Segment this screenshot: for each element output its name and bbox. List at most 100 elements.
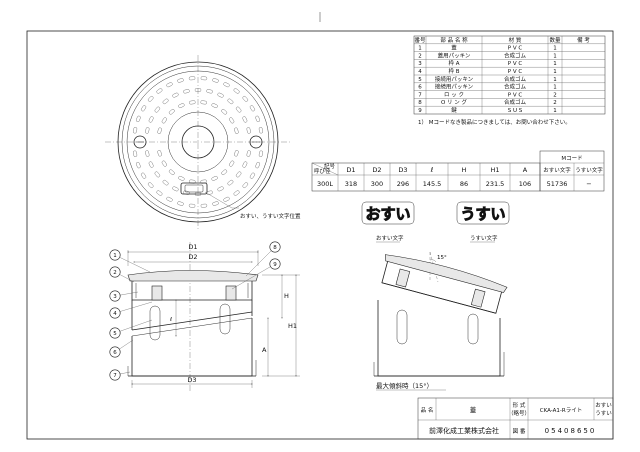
dims-header-cell: D3 [398, 166, 407, 174]
usui-text: うすい [460, 205, 505, 223]
parts-cell-no: 5 [418, 77, 422, 83]
dims-value-cell: 145.5 [423, 180, 442, 188]
grip-slot [234, 127, 239, 134]
grip-slot [156, 190, 163, 196]
grip-slot [221, 109, 228, 115]
grip-slot [147, 182, 154, 188]
callout-number: 3 [113, 294, 117, 300]
grip-slot [233, 190, 240, 196]
cover-center-ring [167, 111, 229, 173]
callout-leader [245, 246, 276, 277]
grip-slot [211, 103, 218, 109]
plan-view: おすい、うすい文字位置 [105, 55, 301, 230]
grip-slot [227, 179, 234, 186]
grip-slot [227, 98, 234, 105]
max-tilt-label: 最大傾斜時（15°） [376, 381, 433, 390]
dims-value-cell: 318 [345, 180, 357, 188]
dim-a-label: A [262, 346, 267, 354]
grip-slot [206, 89, 213, 94]
parts-cell-material: 合成ゴム [504, 83, 527, 91]
title-block: 品 名蓋形 式（略号）CKA-A1-Rライトおすいうすい前澤化成工業株式会社図 … [417, 397, 614, 440]
grip-slot [168, 169, 175, 175]
grip-slot [255, 115, 260, 122]
grip-slot [157, 127, 162, 134]
grip-slot [136, 162, 141, 169]
company-name: 前澤化成工業株式会社 [429, 426, 499, 435]
parts-cell-no: 9 [418, 108, 422, 114]
section-view: D1 D2 D3 H H1 A [127, 242, 300, 392]
title-type-value: CKA-A1-Rライト [540, 407, 582, 414]
title-type-label: 形 式 [513, 401, 526, 409]
grip-slot [242, 161, 248, 168]
grip-slot [177, 78, 184, 83]
parts-header-cell: 材 質 [509, 36, 522, 44]
cover-center-boss [181, 125, 215, 159]
grip-slot [212, 201, 219, 206]
parts-cell-no: 8 [418, 100, 422, 106]
parts-cell-name: 枠 A [448, 59, 459, 67]
grip-slot [194, 88, 202, 92]
frame-a-section [131, 281, 253, 301]
cover-grip-pattern [133, 76, 263, 208]
parts-cell-material: S U S [508, 108, 523, 114]
grip-slot [246, 150, 251, 157]
callout-number: 8 [273, 245, 277, 251]
callout-circle [109, 266, 121, 278]
dim-d2-label: D2 [188, 253, 197, 261]
parts-cell-qty: 1 [553, 108, 557, 114]
grip-slot [157, 150, 162, 157]
grip-slot [178, 103, 185, 109]
grip-slot [200, 203, 208, 208]
grip-slot [166, 82, 173, 88]
grip-slot [156, 88, 163, 94]
grip-slot [200, 100, 207, 105]
grip-slot [246, 127, 251, 134]
lock-bolt-right [249, 135, 263, 149]
callout-leader [114, 301, 153, 314]
tilt-joint-line [131, 311, 253, 331]
parts-cell-no: 6 [418, 85, 422, 91]
grip-slot [145, 127, 150, 134]
osui-caption: おすい文字 [376, 234, 404, 242]
grip-slot [147, 96, 154, 102]
grip-slot [154, 171, 161, 178]
lock-left [151, 285, 163, 301]
dims-corner-top: 記号 [324, 162, 336, 170]
grip-slot [177, 201, 184, 206]
osui-text: おすい [365, 205, 410, 223]
mcode-subheader: おすい文字 [543, 166, 571, 174]
grip-slot [217, 186, 224, 192]
title-name-value: 蓋 [470, 405, 477, 414]
grip-slot [221, 169, 228, 175]
title-type-note-1: おすい [595, 402, 612, 409]
grip-slot [183, 89, 190, 94]
tilted-frame-b [377, 300, 501, 377]
grip-slot [223, 82, 230, 88]
parts-cell-name: 鍵 [451, 106, 457, 114]
grip-slot [223, 196, 230, 202]
lock-bolt-left [133, 135, 147, 149]
grip-slot [212, 78, 219, 83]
parts-cell-material: P V C [508, 69, 523, 75]
callout-number: 4 [113, 311, 117, 317]
parts-cell-name: 接続用パッキン [435, 83, 474, 91]
dims-value-cell: 296 [397, 180, 409, 188]
mcode-subheader: うすい文字 [575, 166, 603, 174]
parts-cell-name: 蓋 [451, 44, 457, 52]
grip-slot [188, 203, 196, 208]
callout-circle [269, 241, 281, 253]
slot-left [149, 305, 161, 341]
mcode-value-cell: 51736 [547, 180, 568, 188]
grip-slot [242, 116, 248, 123]
cover-section [127, 270, 259, 282]
grip-slot [148, 116, 154, 123]
usui-caption: うすい文字 [470, 234, 498, 242]
title-drawing-label: 図 番 [513, 428, 526, 435]
angle-label: 15° [437, 255, 447, 261]
drawing-frame [26, 30, 614, 440]
letter-plate-leader [204, 191, 239, 209]
